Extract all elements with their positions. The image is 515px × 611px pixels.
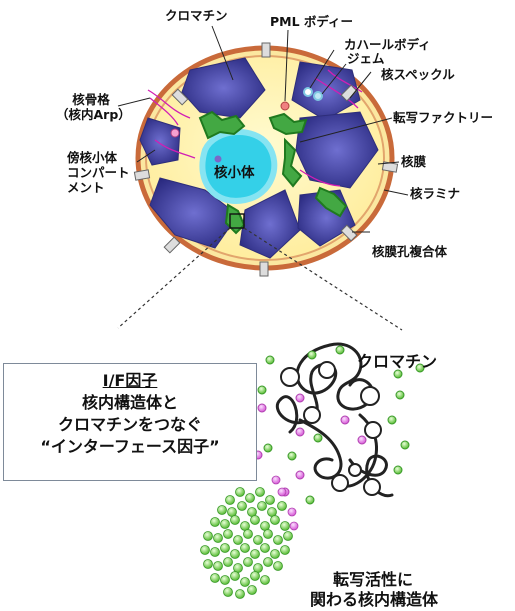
label-cajal-body: カハールボディ [344, 37, 431, 52]
nuclear-pores [133, 42, 399, 277]
chromatin-loops [280, 361, 382, 496]
label-cytoskeleton: 核骨格 （核内Arp） [56, 92, 131, 122]
label-perinucleolar-line1: 傍核小体 [67, 150, 118, 165]
chromatin-territory [239, 189, 301, 259]
transcription-factories [198, 110, 348, 235]
factory-cluster [281, 137, 303, 188]
nuclear-pore [163, 236, 181, 254]
factory-cluster [198, 110, 246, 140]
label-perinucleolar: 傍核小体 コンパート メント [67, 150, 130, 195]
speckle [170, 128, 180, 138]
label-speckle: 核スペックル [381, 67, 455, 82]
nucleus [133, 42, 399, 277]
label-structure-line1: 転写活性に [333, 570, 414, 589]
label-nucleolus: 核小体 [214, 165, 255, 181]
interface-factor-box: I/F因子 核内構造体と クロマチンをつなぐ “インターフェース因子” [3, 363, 257, 481]
nuclear-body-cluster [200, 487, 293, 599]
label-perinucleolar-line3: メント [67, 180, 105, 195]
if-title: I/F因子 [102, 371, 158, 390]
label-gem: ジェム [347, 51, 385, 66]
nuclear-pore [259, 261, 269, 277]
nuclear-pore [133, 169, 151, 181]
if-line-1: 核内構造体と [81, 393, 178, 412]
chromatin-territory [149, 177, 239, 249]
label-structure-line2: 関わる核内構造体 [310, 590, 439, 609]
label-nuclear-lamina: 核ラミナ [410, 186, 461, 201]
gem-body [313, 91, 323, 101]
label-chromatin: クロマチン [165, 8, 228, 23]
zoom-line-left [117, 227, 231, 329]
cajal-body [303, 87, 313, 97]
factory-cluster [268, 112, 308, 136]
zoom-line-right [243, 227, 403, 331]
pml-body [280, 101, 290, 111]
nuclear-pore [171, 88, 189, 106]
label-nuclear-envelope: 核膜 [401, 154, 427, 169]
nuclear-pore [261, 42, 271, 58]
label-cytoskeleton-line2: （核内Arp） [56, 107, 131, 122]
speckle [214, 155, 222, 163]
label-transcription-factory: 転写ファクトリー [393, 110, 494, 125]
chromatin-territory [181, 57, 266, 119]
if-line-2: クロマチンをつなぐ [57, 415, 202, 434]
zoom-region [229, 213, 245, 229]
label-pml-body: PML ボディー [270, 14, 354, 29]
label-chromatin-zoom: クロマチン [357, 352, 438, 371]
leader-lines [117, 25, 409, 233]
nuclear-cytoskeleton [147, 69, 363, 187]
cluster-pink-dots [271, 475, 299, 531]
nuclear-pore [340, 224, 358, 242]
if-line-3: “インターフェース因子” [40, 437, 220, 456]
label-cytoskeleton-line1: 核骨格 [72, 92, 110, 107]
chromatin-territory [291, 61, 361, 121]
label-perinucleolar-line2: コンパート [67, 165, 130, 180]
factory-cluster [314, 186, 348, 218]
label-nuclear-pore: 核膜孔複合体 [372, 244, 448, 259]
